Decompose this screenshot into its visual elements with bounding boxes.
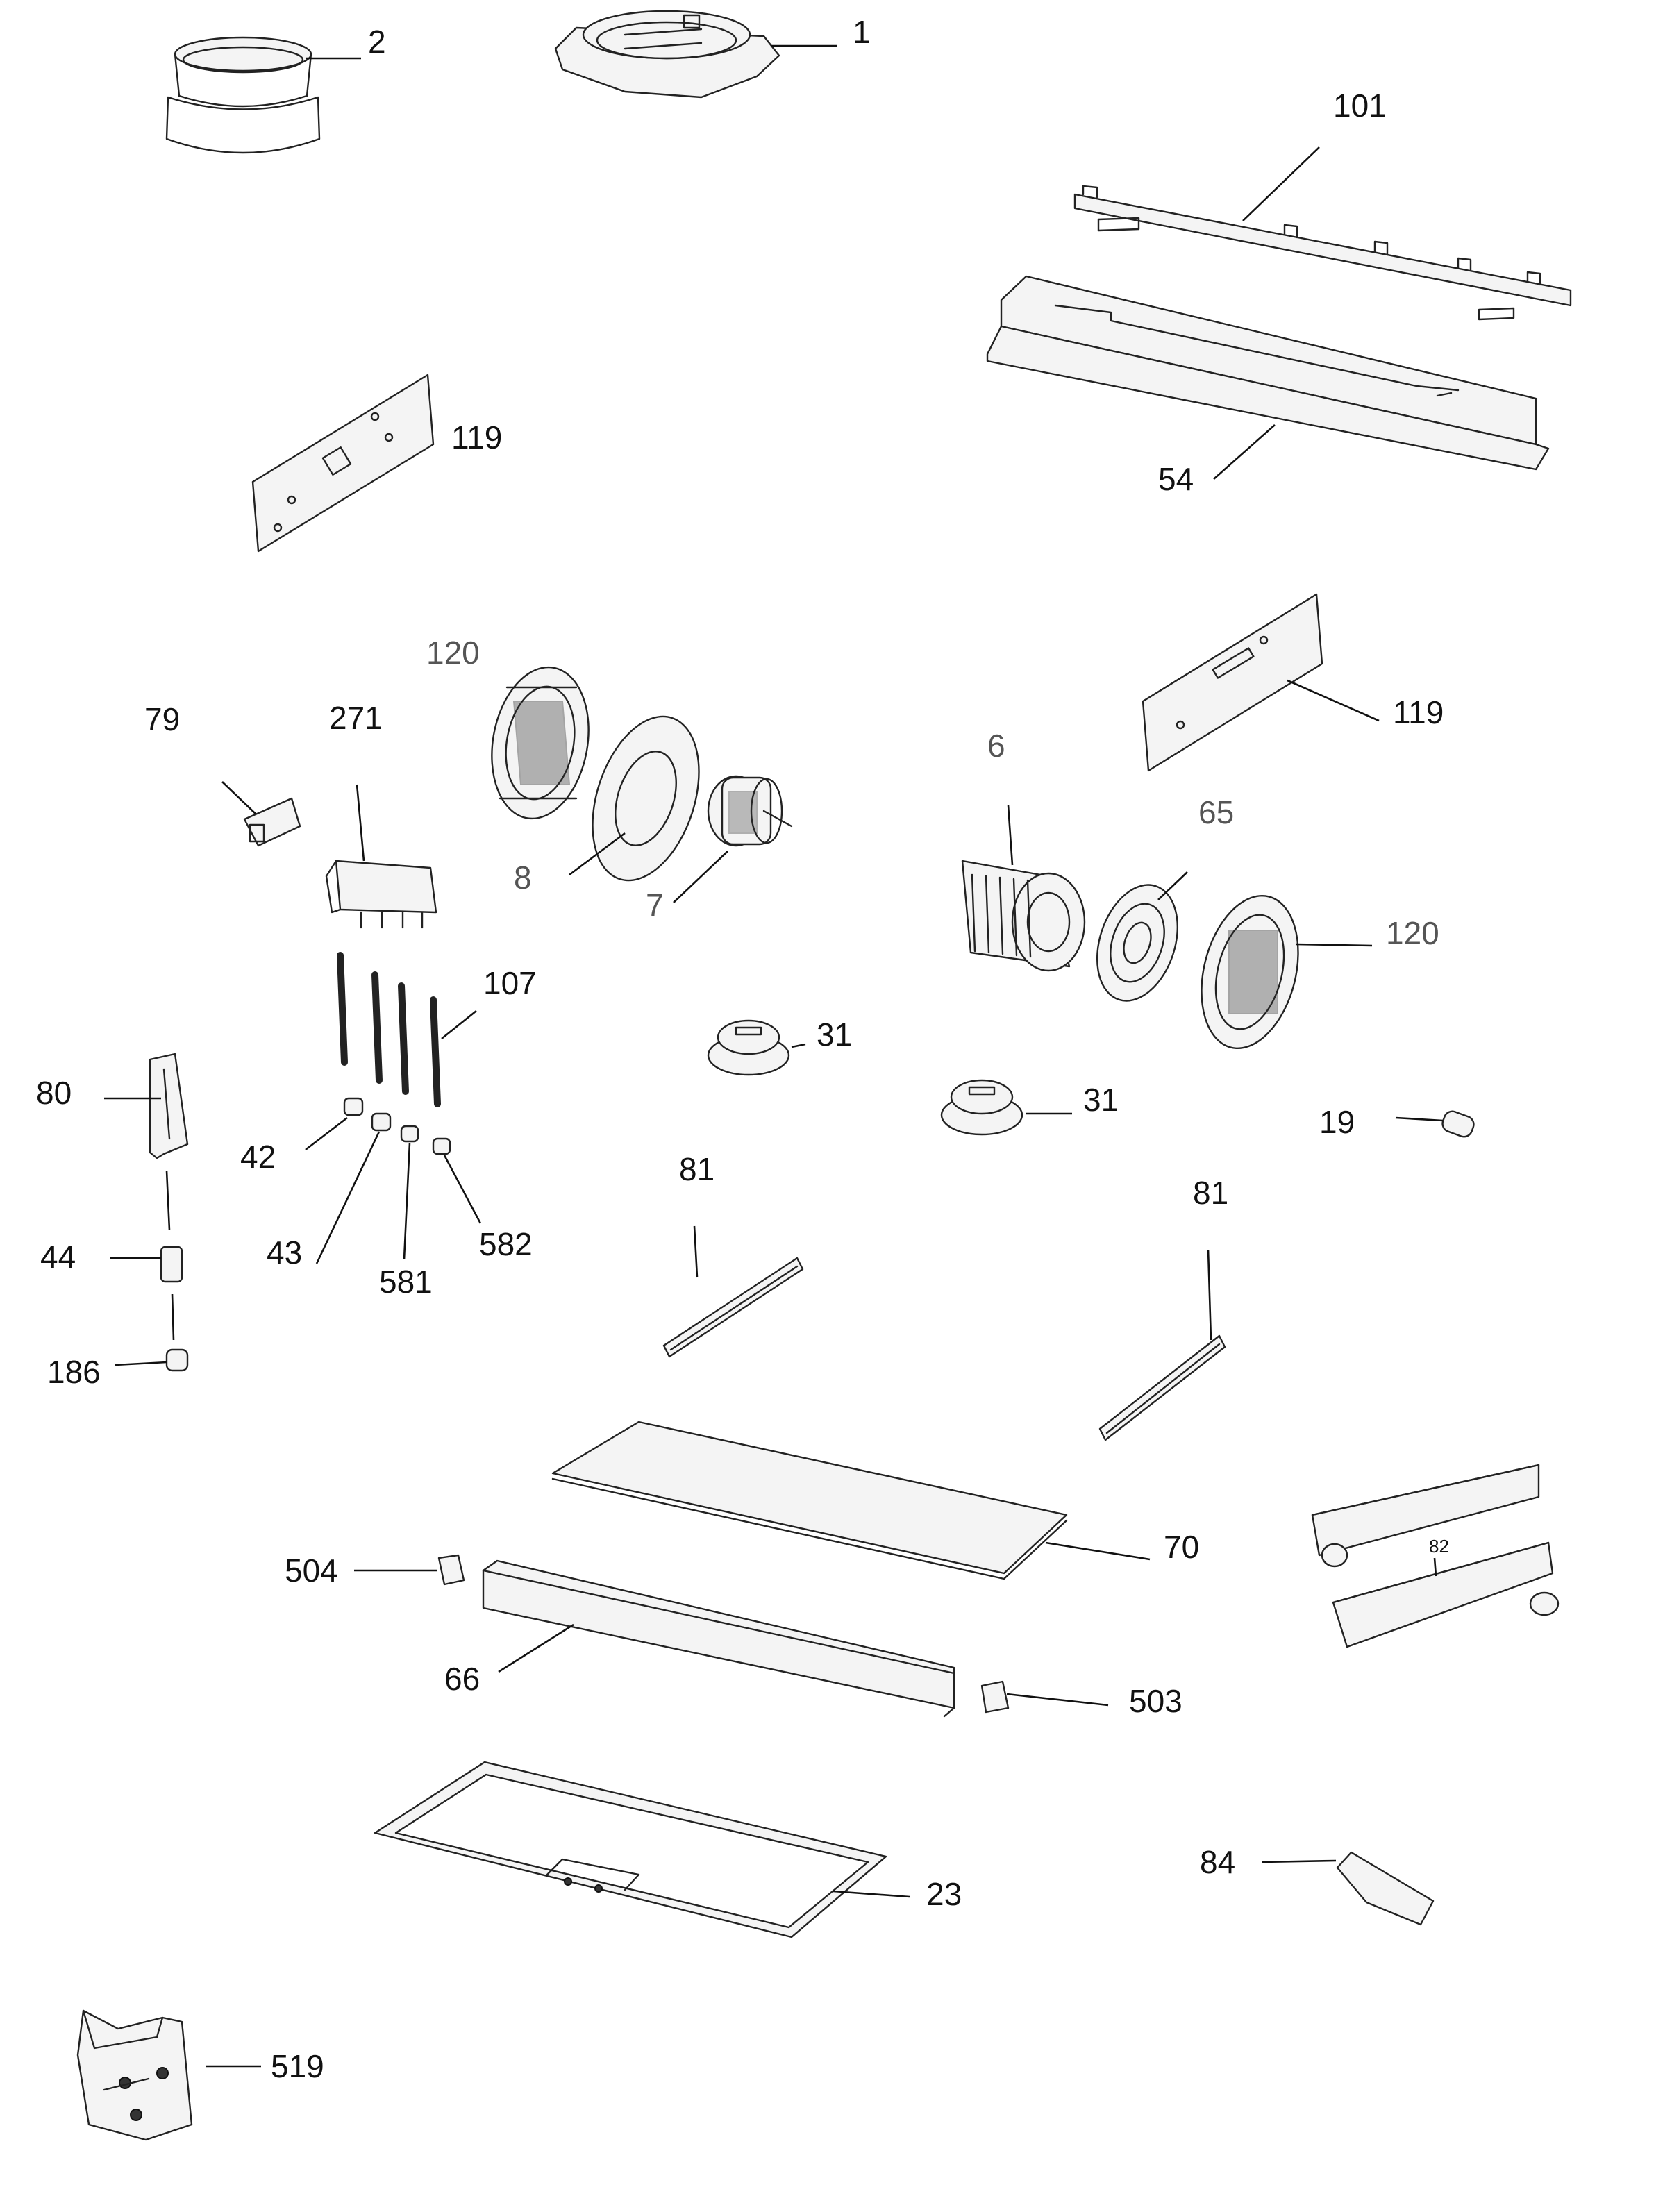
callout-8: 8 <box>514 860 532 896</box>
callout-42: 42 <box>240 1139 276 1175</box>
callout-54: 54 <box>1158 461 1194 497</box>
leader-119-right <box>1287 679 1380 722</box>
part-582-bushing <box>432 1137 451 1155</box>
part-44-spacer <box>160 1246 183 1283</box>
part-42-bushing <box>343 1097 364 1116</box>
leader-81-left <box>693 1225 699 1278</box>
callout-43: 43 <box>267 1234 302 1271</box>
leader-101 <box>1242 146 1320 221</box>
callout-19: 19 <box>1319 1104 1355 1140</box>
part-81-rail-left <box>662 1257 804 1358</box>
part-1-housing-plate <box>554 10 780 99</box>
part-23-frame <box>374 1761 887 1938</box>
part-186-cap <box>165 1348 189 1372</box>
part-120-left-filter <box>491 666 590 820</box>
leader-31-left <box>791 1043 806 1048</box>
leader-503 <box>1006 1693 1109 1707</box>
leader-271 <box>356 784 365 862</box>
callout-70: 70 <box>1164 1529 1199 1565</box>
link-80-44 <box>165 1170 171 1231</box>
callout-31-right: 31 <box>1083 1082 1119 1118</box>
callout-2: 2 <box>368 24 386 60</box>
part-119-right-panel <box>1142 593 1323 772</box>
part-504-end-cap <box>437 1554 465 1586</box>
part-82-side-covers <box>1311 1464 1560 1648</box>
callout-7: 7 <box>646 887 664 923</box>
part-107-rods <box>337 952 441 1107</box>
part-31-knob-right <box>940 1079 1023 1136</box>
leader-7 <box>673 851 728 903</box>
leader-8 <box>569 832 626 876</box>
part-84-clip <box>1336 1851 1435 1926</box>
part-54-channel <box>986 275 1550 471</box>
callout-504: 504 <box>285 1552 338 1589</box>
callout-519: 519 <box>271 2048 324 2084</box>
part-80-bracket <box>149 1053 189 1159</box>
callout-6: 6 <box>987 728 1005 764</box>
callout-31-left: 31 <box>817 1016 852 1053</box>
callout-119-right: 119 <box>1393 694 1444 730</box>
callout-66: 66 <box>444 1661 480 1697</box>
leader-84 <box>1262 1859 1337 1863</box>
part-519-hardware-bag <box>76 2009 193 2141</box>
part-81-rail-right <box>1098 1334 1226 1441</box>
leader-107 <box>441 1009 477 1040</box>
leader-6 <box>1007 805 1014 866</box>
callout-23: 23 <box>926 1876 962 1912</box>
leader-42 <box>305 1116 348 1151</box>
callout-119-left: 119 <box>451 419 502 455</box>
callout-81-left: 81 <box>679 1151 714 1187</box>
callout-186: 186 <box>47 1354 101 1390</box>
leader-186 <box>115 1361 167 1366</box>
part-65-grille <box>1096 884 1179 1002</box>
callout-84: 84 <box>1200 1844 1235 1880</box>
callout-582: 582 <box>479 1226 533 1262</box>
callout-120-left: 120 <box>426 635 480 671</box>
part-66-front-strip <box>482 1559 955 1718</box>
leader-120-right <box>1295 943 1373 947</box>
leader-70 <box>1045 1541 1151 1561</box>
part-101-top-rail <box>1073 185 1572 321</box>
leader-582 <box>443 1155 482 1224</box>
leader-81-right <box>1207 1249 1212 1341</box>
callout-1: 1 <box>853 14 871 50</box>
leader-66 <box>498 1623 574 1673</box>
part-2-duct-adapter <box>165 36 321 154</box>
leader-65 <box>1157 871 1188 900</box>
callout-581: 581 <box>379 1264 433 1300</box>
callout-81-right: 81 <box>1193 1175 1228 1211</box>
part-19-lamp <box>1441 1110 1475 1138</box>
part-8-gasket <box>592 715 700 882</box>
callout-79: 79 <box>144 701 180 737</box>
part-503-end-cap <box>980 1680 1010 1714</box>
callout-120-right: 120 <box>1386 915 1439 951</box>
callout-82: 82 <box>1429 1536 1449 1557</box>
callout-44: 44 <box>40 1239 76 1275</box>
callout-107: 107 <box>483 965 537 1001</box>
part-6-blower-wheel <box>961 860 1086 972</box>
leader-79 <box>221 781 256 814</box>
callout-271: 271 <box>329 700 383 736</box>
leader-581 <box>403 1142 411 1260</box>
part-581-bushing <box>400 1125 419 1143</box>
part-7-motor <box>707 775 793 847</box>
callout-80: 80 <box>36 1075 72 1111</box>
part-120-right-filter <box>1201 894 1299 1050</box>
link-44-186 <box>171 1293 175 1341</box>
part-79-switch <box>243 797 301 847</box>
leader-82 <box>1433 1557 1437 1577</box>
part-119-left-panel <box>251 374 435 553</box>
leader-23 <box>833 1890 910 1898</box>
callout-503: 503 <box>1129 1683 1182 1719</box>
part-43-bushing <box>371 1112 392 1132</box>
leader-54 <box>1213 424 1276 480</box>
part-31-knob-left <box>707 1019 790 1076</box>
leader-19 <box>1395 1116 1444 1122</box>
leader-43 <box>315 1131 381 1264</box>
part-271-control-board <box>325 860 437 929</box>
callout-65: 65 <box>1198 794 1234 830</box>
part-70-panel <box>551 1421 1068 1580</box>
callout-101: 101 <box>1333 87 1387 124</box>
